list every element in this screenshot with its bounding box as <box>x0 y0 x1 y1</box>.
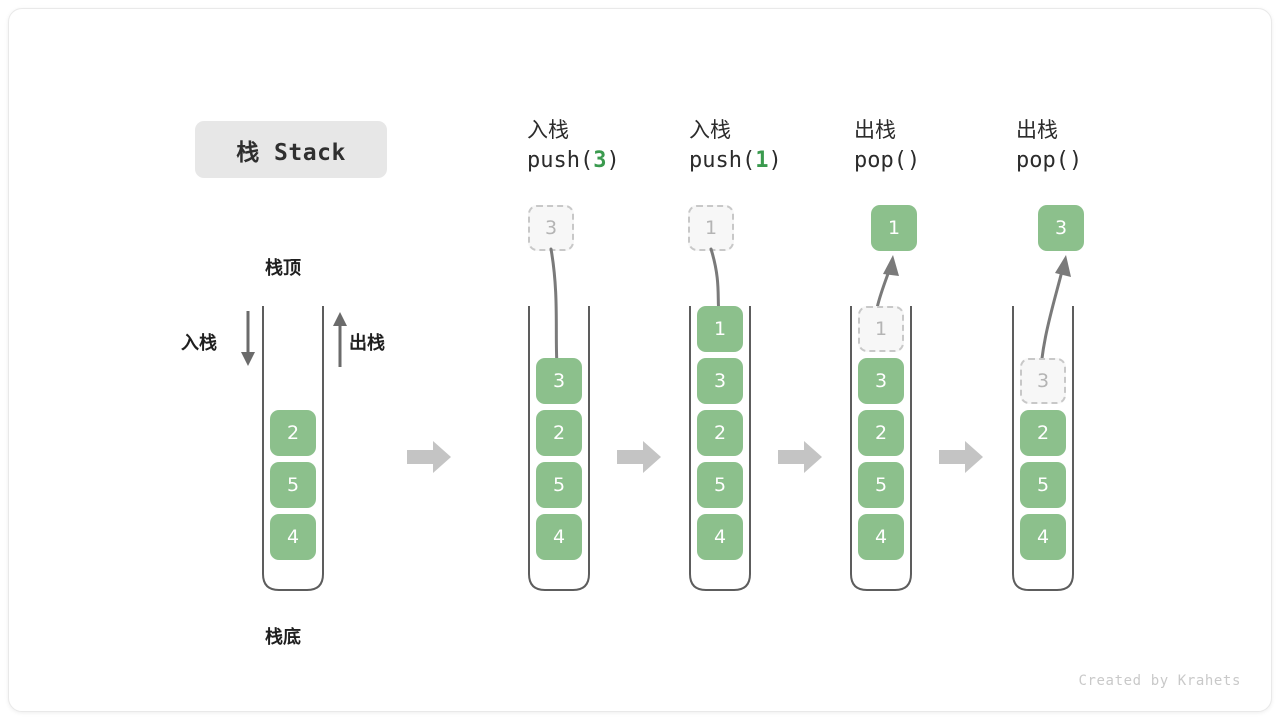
stack-top-label: 栈顶 <box>265 258 301 279</box>
code-post: ) <box>768 148 782 173</box>
stack-slot <box>536 306 582 352</box>
flow-arrow-icon <box>778 441 822 473</box>
stack-cell: 5 <box>697 462 743 508</box>
code-pre: push( <box>527 148 594 173</box>
floating-cell-push-3: 3 <box>528 205 574 251</box>
stack-column-initial: 2 5 4 <box>261 306 325 592</box>
code-arg: 1 <box>755 148 769 173</box>
stack-column-push-1: 1 3 2 5 4 <box>688 306 752 592</box>
stack-container-outline <box>1012 306 1074 591</box>
pop-direction-label: 出栈 <box>349 333 385 354</box>
code-post: ) <box>906 148 921 173</box>
diagram-card: 栈 Stack 栈顶 栈底 入栈 出栈 2 5 4 <box>8 8 1272 712</box>
code-post: ) <box>1068 148 1083 173</box>
code-arg: 3 <box>593 148 607 173</box>
column-header-code: pop() <box>854 145 1024 177</box>
stack-cell: 3 <box>858 358 904 404</box>
stack-column-pop-1: 1 3 2 5 4 <box>849 306 913 592</box>
column-header-code: push(3) <box>527 145 697 177</box>
code-pre: pop( <box>1016 148 1069 173</box>
column-header-push-3: 入栈 push(3) <box>527 115 697 177</box>
column-header-cn: 出栈 <box>854 118 896 142</box>
floating-cell-pop-3: 3 <box>1038 205 1084 251</box>
column-header-cn: 出栈 <box>1016 118 1058 142</box>
pop-up-arrow-icon <box>333 312 347 367</box>
stack-cell: 2 <box>858 410 904 456</box>
stack-cells-push-3: 3 2 5 4 <box>536 306 582 560</box>
flow-arrow-icon <box>939 441 983 473</box>
stack-cell: 5 <box>536 462 582 508</box>
stack-cell: 4 <box>270 514 316 560</box>
title-chip: 栈 Stack <box>195 121 387 178</box>
push-direction-label: 入栈 <box>181 333 217 354</box>
stack-cell: 4 <box>697 514 743 560</box>
stack-cell: 3 <box>697 358 743 404</box>
stack-cells-pop-1: 1 3 2 5 4 <box>858 306 904 560</box>
floating-cell-push-1: 1 <box>688 205 734 251</box>
stack-container-outline <box>850 306 912 591</box>
stack-cell: 5 <box>1020 462 1066 508</box>
stack-bottom-label: 栈底 <box>265 627 301 648</box>
stack-cell: 4 <box>858 514 904 560</box>
code-post: ) <box>606 148 620 173</box>
stack-cell: 4 <box>536 514 582 560</box>
column-header-code: pop() <box>1016 145 1186 177</box>
code-pre: pop( <box>854 148 907 173</box>
stack-cell: 2 <box>270 410 316 456</box>
stack-column-push-3: 3 2 5 4 <box>527 306 591 592</box>
flow-arrow-icon <box>617 441 661 473</box>
title-chip-label: 栈 Stack <box>236 139 346 166</box>
code-pre: push( <box>689 148 756 173</box>
stack-slot <box>1020 306 1066 352</box>
stack-container-outline <box>689 306 751 591</box>
floating-cell-pop-1: 1 <box>871 205 917 251</box>
stack-cell: 2 <box>697 410 743 456</box>
stack-slot <box>270 358 316 404</box>
stack-container-outline <box>262 306 324 591</box>
column-header-push-1: 入栈 push(1) <box>689 115 859 177</box>
stack-cell-ghost: 3 <box>1020 358 1066 404</box>
stack-cell: 1 <box>697 306 743 352</box>
stack-cell: 3 <box>536 358 582 404</box>
column-header-cn: 入栈 <box>689 118 731 142</box>
stack-cell: 4 <box>1020 514 1066 560</box>
footer-credit: Created by Krahets <box>1078 673 1241 689</box>
stack-cell: 2 <box>1020 410 1066 456</box>
stack-cells-push-1: 1 3 2 5 4 <box>697 306 743 560</box>
stack-cell-ghost: 1 <box>858 306 904 352</box>
stack-cell: 5 <box>270 462 316 508</box>
stack-cell: 5 <box>858 462 904 508</box>
stack-cells-pop-3: 3 2 5 4 <box>1020 306 1066 560</box>
push-down-arrow-icon <box>241 311 255 366</box>
column-header-pop-3: 出栈 pop() <box>1016 115 1186 177</box>
stack-column-pop-3: 3 2 5 4 <box>1011 306 1075 592</box>
column-header-code: push(1) <box>689 145 859 177</box>
flow-arrow-icon <box>407 441 451 473</box>
stack-cells-initial: 2 5 4 <box>270 306 316 560</box>
column-header-pop-1: 出栈 pop() <box>854 115 1024 177</box>
column-header-cn: 入栈 <box>527 118 569 142</box>
stack-slot <box>270 306 316 352</box>
stack-container-outline <box>528 306 590 591</box>
stack-cell: 2 <box>536 410 582 456</box>
